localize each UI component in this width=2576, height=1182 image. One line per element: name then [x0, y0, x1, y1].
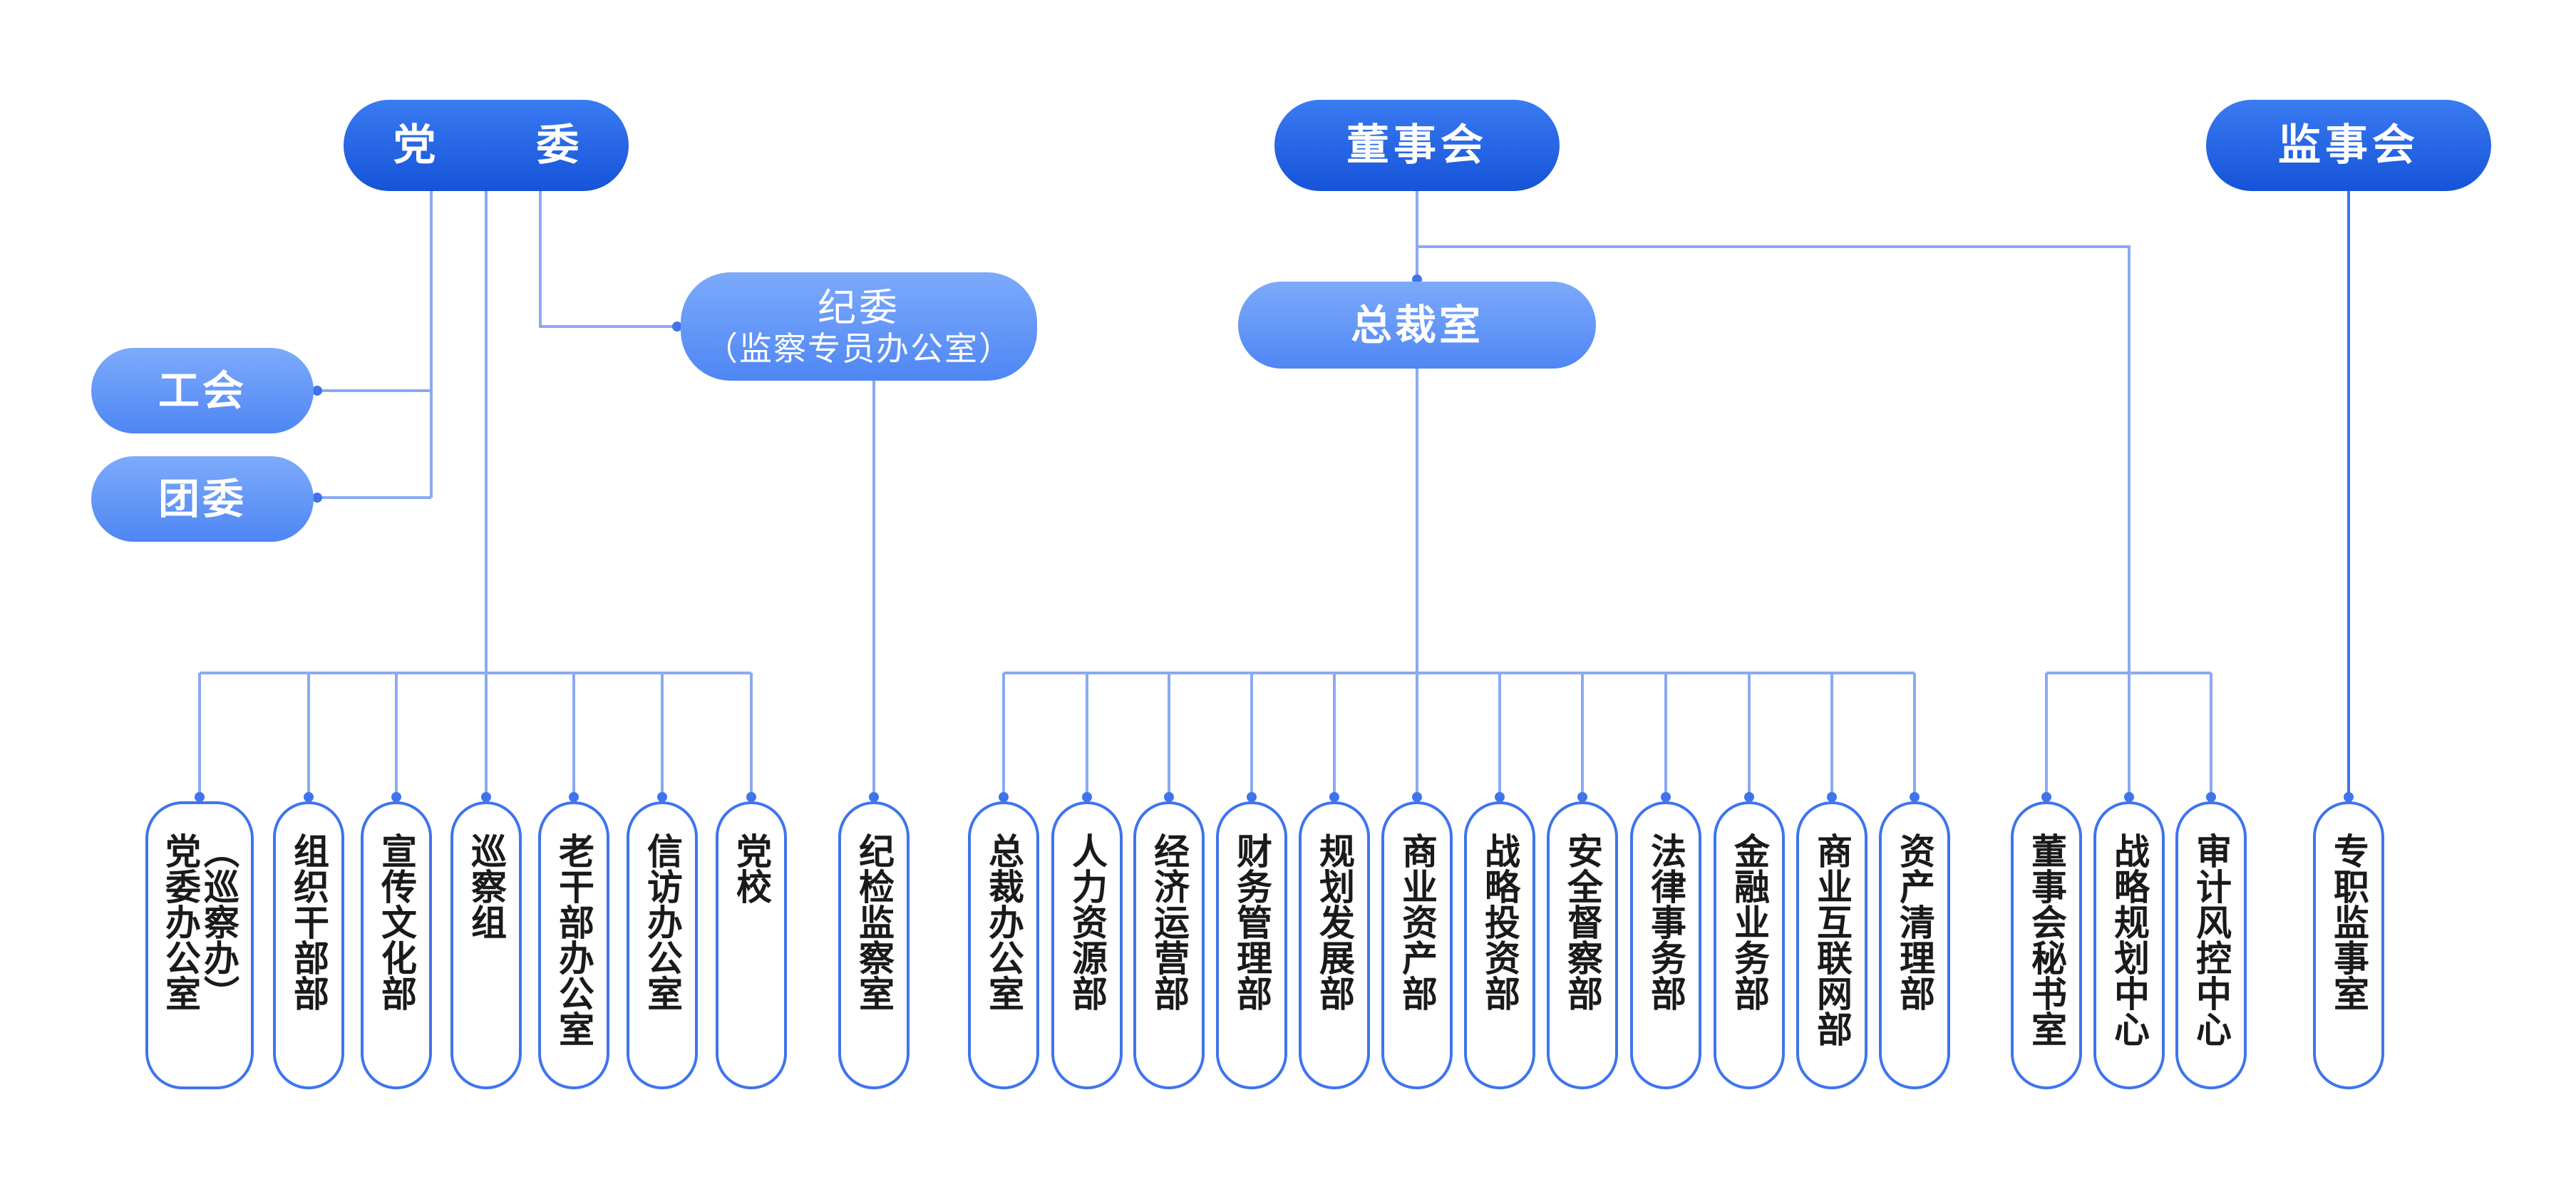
dept-petition: 信访办公室	[627, 801, 698, 1089]
connector-dot	[1082, 792, 1092, 802]
dept-strategy-center: 战略规划中心	[2093, 801, 2165, 1089]
president-office-node: 总裁室	[1238, 282, 1596, 369]
connector-board-secretary	[1417, 245, 2131, 673]
connector-dot	[1910, 792, 1920, 802]
dept-president-office-label: 总裁办公室	[983, 833, 1024, 1011]
dept-board-secretary-label: 董事会秘书室	[2026, 833, 2067, 1047]
connector-dot	[746, 792, 756, 802]
dept-legal-label: 法律事务部	[1645, 833, 1686, 1011]
youth-league-label: 团委	[158, 474, 247, 523]
union-node: 工会	[91, 348, 314, 433]
supervisory-board-label: 监事会	[2278, 120, 2419, 170]
supervisory-board-node: 监事会	[2206, 100, 2491, 191]
connector-dot	[2344, 792, 2354, 802]
connector-dot	[304, 792, 314, 802]
connector-dot	[869, 792, 879, 802]
party-committee-label: 党 委	[393, 120, 622, 170]
board-label: 董事会	[1346, 120, 1488, 170]
dept-asset-clearing-label: 资产清理部	[1894, 833, 1935, 1011]
dept-supervisor-office: 专职监事室	[2313, 801, 2384, 1089]
dept-president-office: 总裁办公室	[968, 801, 1039, 1089]
connector-dot	[569, 792, 579, 802]
dept-economic: 经济运营部	[1133, 801, 1205, 1089]
dept-internet: 商业互联网部	[1796, 801, 1867, 1089]
connector-party-side	[317, 191, 433, 499]
party-committee-node: 党 委	[344, 100, 629, 191]
connector-dot	[2041, 792, 2051, 802]
dept-audit-center: 审计风控中心	[2175, 801, 2247, 1089]
connector-dot	[999, 792, 1009, 802]
discipline-committee-subtitle: （监察专员办公室）	[705, 329, 1013, 368]
dept-commercial-assets-label: 商业资产部	[1396, 833, 1438, 1011]
dept-financial-business: 金融业务部	[1714, 801, 1785, 1089]
connector-dot	[1412, 792, 1422, 802]
dept-safety: 安全督察部	[1547, 801, 1618, 1089]
connector-dot	[1329, 792, 1339, 802]
dept-economic-label: 经济运营部	[1148, 833, 1190, 1011]
connector-dot	[1247, 792, 1257, 802]
connector-dot	[1827, 792, 1837, 802]
dept-asset-clearing: 资产清理部	[1879, 801, 1950, 1089]
dept-propaganda: 宣传文化部	[361, 801, 432, 1089]
connector-dot	[391, 792, 401, 802]
dept-safety-label: 安全督察部	[1562, 833, 1603, 1011]
dept-petition-label: 信访办公室	[642, 833, 683, 1011]
dept-planning-label: 规划发展部	[1314, 833, 1355, 1011]
connector-dot	[481, 792, 491, 802]
union-label: 工会	[158, 366, 247, 415]
connector-dot	[2124, 792, 2134, 802]
discipline-committee-node: 纪委 （监察专员办公室）	[681, 272, 1037, 381]
dept-discipline-label: 纪检监察室	[853, 833, 895, 1011]
dept-org: 组织干部部	[273, 801, 344, 1089]
dept-financial-business-label: 金融业务部	[1729, 833, 1770, 1011]
discipline-committee-title: 纪委	[818, 284, 900, 330]
youth-league-node: 团委	[91, 456, 314, 542]
dept-board-secretary: 董事会秘书室	[2011, 801, 2082, 1089]
connector-party-discipline	[539, 191, 677, 328]
connector-dot	[1744, 792, 1754, 802]
connector-dot	[1495, 792, 1505, 802]
dept-school-label: 党校	[731, 833, 772, 904]
dept-party-office-line2: 党委办公室	[160, 833, 201, 1011]
dept-strategy-center-label: 战略规划中心	[2108, 833, 2150, 1047]
connector-dot	[2206, 792, 2216, 802]
connector-dot	[1164, 792, 1174, 802]
dept-strategic-invest-label: 战略投资部	[1479, 833, 1520, 1011]
dept-audit-center-label: 审计风控中心	[2190, 833, 2232, 1047]
dept-party-office: （巡察办） 党委办公室	[145, 801, 254, 1089]
dept-finance: 财务管理部	[1216, 801, 1287, 1089]
dept-retired-label: 老干部办公室	[553, 833, 594, 1047]
dept-strategic-invest: 战略投资部	[1464, 801, 1535, 1089]
connector-management-drops	[1002, 673, 1916, 801]
board-node: 董事会	[1274, 100, 1560, 191]
connector-party-drops	[198, 673, 753, 801]
connector-dot	[312, 386, 322, 396]
dept-commercial-assets: 商业资产部	[1381, 801, 1453, 1089]
dept-school: 党校	[716, 801, 787, 1089]
connector-dot	[1577, 792, 1587, 802]
dept-propaganda-label: 宣传文化部	[376, 833, 417, 1011]
dept-hr-label: 人力资源部	[1066, 833, 1108, 1011]
dept-org-label: 组织干部部	[288, 833, 329, 1011]
connector-dot	[1661, 792, 1671, 802]
dept-internet-label: 商业互联网部	[1811, 833, 1853, 1047]
connector-dot	[657, 792, 667, 802]
dept-hr: 人力资源部	[1051, 801, 1123, 1089]
dept-discipline: 纪检监察室	[838, 801, 910, 1089]
dept-inspection: 巡察组	[450, 801, 522, 1089]
connector-board-drops	[2045, 673, 2212, 801]
dept-supervisor-office-label: 专职监事室	[2328, 833, 2369, 1011]
dept-party-office-line1: （巡察办）	[198, 833, 239, 1011]
connector-dot	[195, 792, 205, 802]
connector-dot	[672, 322, 682, 332]
dept-inspection-label: 巡察组	[465, 833, 507, 940]
dept-legal: 法律事务部	[1630, 801, 1701, 1089]
president-office-label: 总裁室	[1350, 300, 1483, 349]
connector-dot	[312, 493, 322, 503]
dept-planning: 规划发展部	[1299, 801, 1370, 1089]
dept-retired: 老干部办公室	[538, 801, 609, 1089]
dept-finance-label: 财务管理部	[1231, 833, 1272, 1011]
